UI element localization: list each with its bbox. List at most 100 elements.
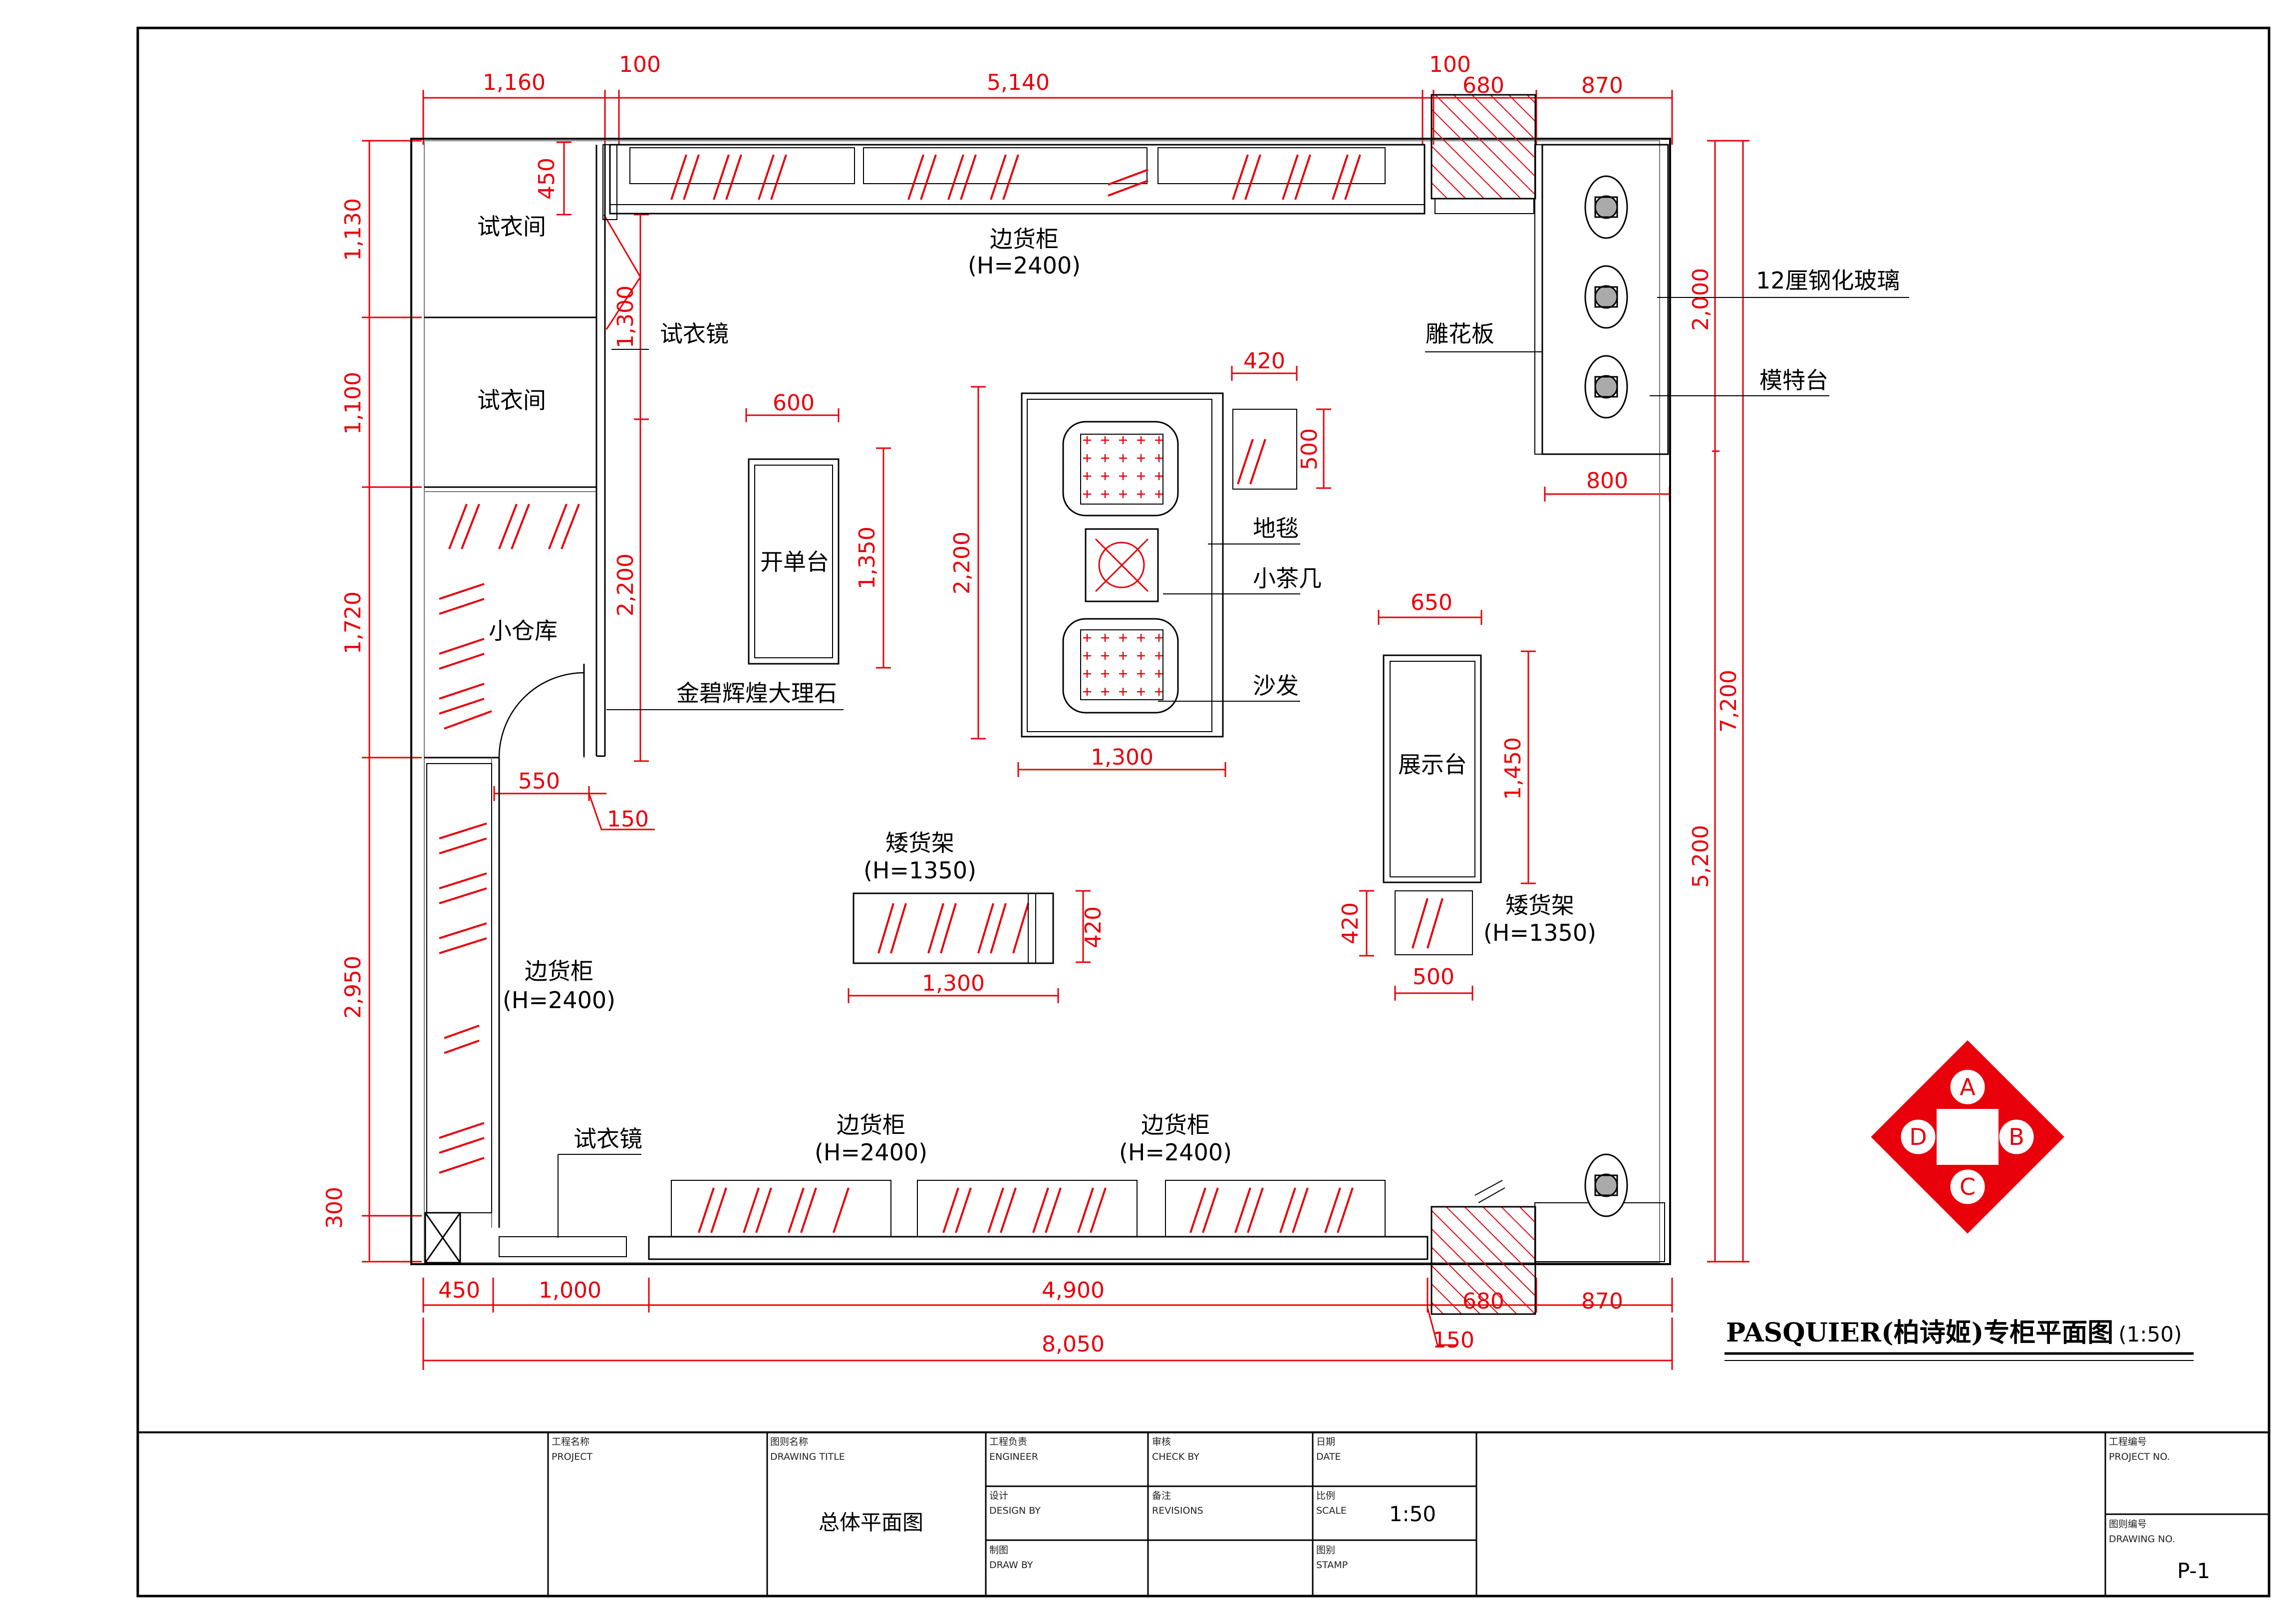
dim-small-500: 500 <box>1297 428 1322 470</box>
label-cabinet-bottom-2: 边货柜 <box>1141 1111 1210 1138</box>
dim-marble-2200: 2,200 <box>613 553 638 616</box>
dim-rug-2200: 2,200 <box>949 532 975 594</box>
leader-lines <box>558 297 1909 1238</box>
title-text: PASQUIER(柏诗姬)专柜平面图(1:50) <box>1726 1318 2182 1348</box>
compass-a: A <box>1960 1074 1976 1100</box>
tb-revisions-en: REVISIONS <box>1152 1505 1203 1516</box>
label-fitting-room-2: 试衣间 <box>477 387 546 414</box>
compass-b: B <box>2009 1123 2024 1150</box>
dim-left-2950: 2,950 <box>340 956 366 1019</box>
dim-bot-4900: 4,900 <box>1042 1278 1105 1303</box>
dim-top-870: 870 <box>1581 73 1623 98</box>
label-display: 展示台 <box>1398 751 1467 778</box>
tb-design-cn: 设计 <box>989 1490 1008 1501</box>
mannequins <box>1584 175 1628 1217</box>
compass-c: C <box>1960 1173 1976 1200</box>
dim-top-1160: 1,160 <box>483 70 546 95</box>
label-cabinet-bottom-2-h: (H=2400) <box>1119 1139 1232 1166</box>
dim-shelf-r-500: 500 <box>1413 964 1454 990</box>
sofa-set <box>1062 421 1179 714</box>
tb-drawing-value: 总体平面图 <box>819 1510 923 1535</box>
label-cabinet-bottom-1-h: (H=2400) <box>815 1139 927 1166</box>
label-cabinet-left-h: (H=2400) <box>503 987 615 1014</box>
tb-draw-cn: 制图 <box>989 1545 1008 1556</box>
label-cabinet-bottom-1: 边货柜 <box>837 1111 905 1138</box>
tb-scale-cn: 比例 <box>1316 1490 1335 1501</box>
column-cross <box>424 1212 461 1264</box>
dim-left-1720: 1,720 <box>340 591 366 654</box>
compass: A B C D <box>1871 1040 2064 1234</box>
label-low-shelf-right-h: (H=1350) <box>1483 919 1596 946</box>
dim-bot-870: 870 <box>1581 1289 1623 1314</box>
label-glass: 12厘钢化玻璃 <box>1756 267 1900 294</box>
dim-bot-680: 680 <box>1462 1289 1504 1314</box>
dim-shelf-r-420: 420 <box>1338 902 1363 944</box>
tb-engineer-cn: 工程负责 <box>989 1436 1027 1447</box>
dim-left-1100: 1,100 <box>340 372 366 435</box>
labels: 试衣间 试衣间 试衣镜 小仓库 金碧辉煌大理石 开单台 边货柜 (H=2400)… <box>477 213 1900 1166</box>
tb-scale-en: SCALE <box>1316 1505 1347 1516</box>
dim-right-5200: 5,200 <box>1688 825 1714 888</box>
drawing-title: PASQUIER(柏诗姬)专柜平面图(1:50) <box>1724 1318 2194 1361</box>
dim-fitting-450: 450 <box>534 158 560 200</box>
dim-mirror-1300: 1,300 <box>613 285 638 348</box>
dim-door-550: 550 <box>518 769 560 794</box>
dimension-text: 1,160 100 5,140 100 680 870 450 1,000 4,… <box>322 52 1741 1357</box>
label-cabinet-top: 边货柜 <box>990 226 1059 253</box>
dim-right-2000: 2,000 <box>1688 268 1714 331</box>
tb-scale-value: 1:50 <box>1389 1502 1436 1526</box>
sheet-border <box>136 26 2271 1598</box>
dim-display-650: 650 <box>1411 590 1452 615</box>
walls <box>410 138 1671 1265</box>
label-sofa: 沙发 <box>1253 672 1299 699</box>
dim-top-100b: 100 <box>1429 52 1471 77</box>
dim-bot-450: 450 <box>438 1278 480 1303</box>
dim-top-5140: 5,140 <box>987 70 1050 95</box>
label-low-shelf-center: 矮货架 <box>885 829 954 856</box>
dim-left-300: 300 <box>322 1187 347 1229</box>
dim-small-420: 420 <box>1243 348 1285 374</box>
tb-stamp-en: STAMP <box>1316 1560 1348 1571</box>
label-fitting-mirror-1: 试衣镜 <box>660 320 729 347</box>
label-fitting-room-1: 试衣间 <box>477 213 546 240</box>
label-model-stage: 模特台 <box>1759 367 1828 394</box>
tb-revisions-cn: 备注 <box>1152 1490 1171 1501</box>
tb-project-no-cn: 工程编号 <box>2109 1436 2147 1447</box>
tb-stamp-cn: 图别 <box>1316 1545 1335 1556</box>
tb-engineer-en: ENGINEER <box>989 1451 1038 1462</box>
dim-shelf-c-420: 420 <box>1081 906 1106 948</box>
label-cabinet-top-h: (H=2400) <box>968 252 1081 279</box>
tb-design-en: DESIGN BY <box>989 1505 1041 1516</box>
dim-counter-600: 600 <box>773 390 815 416</box>
label-fitting-mirror-2: 试衣镜 <box>574 1125 642 1152</box>
tb-project-cn: 工程名称 <box>552 1436 589 1447</box>
label-tea-table: 小茶几 <box>1253 565 1322 592</box>
tb-date-cn: 日期 <box>1316 1436 1335 1447</box>
tb-drawing-cn: 图则名称 <box>770 1436 808 1447</box>
label-cabinet-left: 边货柜 <box>525 958 593 985</box>
dim-shelf-c-1300: 1,300 <box>922 971 985 996</box>
tb-check-en: CHECK BY <box>1152 1451 1199 1462</box>
compass-d: D <box>1909 1123 1927 1150</box>
tb-drawing-en: DRAWING TITLE <box>770 1451 845 1462</box>
dim-counter-1350: 1,350 <box>855 527 880 589</box>
dim-display-1450: 1,450 <box>1500 737 1526 800</box>
label-carpet: 地毯 <box>1253 515 1299 542</box>
dim-rug-1300: 1,300 <box>1091 745 1153 770</box>
dimension-lines <box>362 90 1749 1370</box>
tb-drawing-no-value: P-1 <box>2177 1559 2210 1583</box>
dim-door-150: 150 <box>607 807 649 832</box>
tb-date-en: DATE <box>1316 1451 1341 1462</box>
dim-top-100a: 100 <box>619 52 661 77</box>
title-block <box>138 1431 2269 1596</box>
clothes-hanger-marks <box>439 154 1443 1233</box>
furniture <box>748 392 1482 964</box>
tb-drawing-no-cn: 图则编号 <box>2109 1519 2147 1530</box>
tb-drawing-no-en: DRAWING NO. <box>2109 1534 2175 1545</box>
label-counter: 开单台 <box>760 548 829 575</box>
label-carved-panel: 雕花板 <box>1426 320 1494 347</box>
pillar-bottom <box>1431 1206 1536 1315</box>
dim-bot-150: 150 <box>1433 1328 1474 1353</box>
label-marble: 金碧辉煌大理石 <box>676 680 837 707</box>
